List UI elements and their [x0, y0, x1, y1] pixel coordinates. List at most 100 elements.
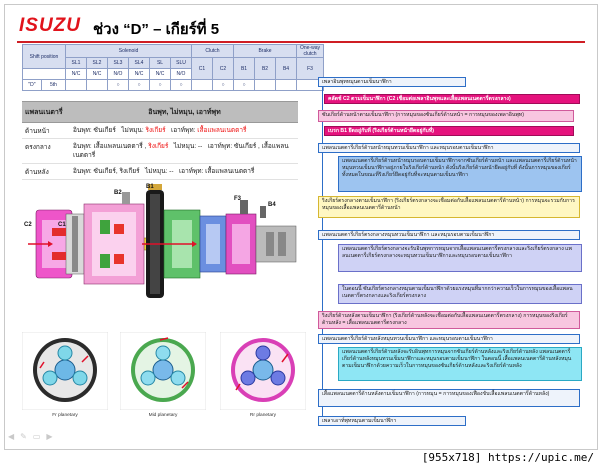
col-sl2: SL2	[86, 57, 108, 69]
col-slu: SLU	[170, 57, 192, 69]
slide-title: ช่วง “D” – เกียร์ที่ 5	[93, 21, 220, 38]
mark-cell: ○	[212, 79, 234, 91]
flow-step-mid-sun: ในตอนนี้ ซันเกียร์ตรงกลางหมุนตามเข็มนาฬิ…	[338, 284, 582, 304]
row-name: ด้านหลัง	[25, 169, 49, 176]
col-b4: B4	[275, 57, 297, 80]
mid-planetary-illustration	[120, 332, 206, 410]
flow-step-clutch-c2: คลัตช์ C2 ตามเข็มนาฬิกา (C2 เชื่อมต่อเพล…	[324, 94, 580, 104]
transmission-diagram: B2 B1 F3 B4 C2 C1	[22, 180, 308, 315]
isuzu-logo: ISUZU	[19, 15, 81, 36]
mark-cell: ○	[128, 79, 150, 91]
col-sl3: SL3	[107, 57, 129, 69]
flow-step-front-detail: แพลนเนตตารี่เกียร์ด้านหน้าหมุนรอบตามเข็ม…	[338, 156, 582, 192]
col-sl4: SL4	[128, 57, 150, 69]
flow-step-brake-b1: เบรก B1 ยึดอยู่กับที่ (ริงเกียร์ด้านหน้า…	[324, 126, 574, 136]
col-b1: B1	[233, 57, 255, 80]
row-values: อินพุท: ซันเกียร์, ริงเกียร์ ไม่หมุน: --…	[71, 164, 298, 179]
row-name: ตรงกลาง	[25, 144, 51, 151]
fixed-red: ริงเกียร์	[145, 127, 166, 134]
fixed-text: ไม่หมุน: --	[145, 168, 174, 175]
label-b4: B4	[268, 202, 276, 208]
status-row-front: ด้านหน้า อินพุท: ซันเกียร์ ไม่หมุน: ริงเ…	[22, 123, 298, 139]
shift-position-header: Shift position	[22, 44, 66, 69]
prev-slide-icon[interactable]: ◀	[8, 432, 15, 441]
mark-cell: ○	[170, 79, 192, 91]
gear-cell: 5th	[41, 79, 66, 91]
output-red: เสื้อแพลนเนตตารี่	[197, 127, 247, 134]
label-b1: B1	[146, 184, 154, 190]
pen-icon[interactable]: ✎	[20, 432, 27, 441]
no-cell: N/O	[170, 68, 192, 80]
fr-planetary-caption: Fr planetary	[52, 413, 78, 418]
col-sl: SL	[149, 57, 171, 69]
shift-d-cell: "D"	[22, 79, 42, 91]
flow-connector	[322, 86, 323, 426]
mark-cell	[86, 79, 108, 91]
solenoid-header: Solenoid	[65, 44, 192, 58]
input-red: ริงเกียร์	[148, 143, 169, 150]
mark-cell	[275, 79, 297, 91]
mark-cell	[191, 79, 213, 91]
footer-bar	[0, 450, 600, 470]
input-text: อินพุท: เสื้อแพลนเนตตารี่ ,	[73, 143, 149, 150]
blank-cell	[22, 68, 66, 80]
mark-cell: ○	[149, 79, 171, 91]
flow-step-input-shaft: เพลาอินพุทหมุนตามเข็มนาฬิกา	[318, 77, 466, 87]
col-f3: F3	[296, 57, 324, 80]
next-slide-icon[interactable]: ▶	[46, 432, 53, 441]
col-c2: C2	[212, 57, 234, 80]
flow-step-output-shaft: เพลาเอาท์พุทหมุนตามเข็มนาฬิกา	[318, 416, 466, 426]
flow-step-rear-carrier: เสื้อแพลนเนตตารี่ด้านหลังตามเข็มนาฬิกา (…	[318, 389, 580, 407]
watermark: [955x718] https://upic.me/	[421, 451, 594, 464]
nc-cell: N/C	[65, 68, 87, 80]
output-text: เอาท์พุท: เสื้อแพลนเนตตารี่	[178, 168, 255, 175]
flow-step-front-pinion: แพลนเนตตารี่เกียร์ด้านหน้าหมุนทวนเข็มนาฬ…	[318, 143, 580, 153]
output-text: เอาท์พุท: ซันเกียร์ , เสื้อแพลนเนตตารี่	[73, 143, 289, 159]
mark-cell	[254, 79, 276, 91]
status-head-right: อินพุท, ไม่หมุน, เอาท์พุท	[148, 108, 221, 116]
label-c2: C2	[24, 222, 32, 228]
clutch-header: Clutch	[191, 44, 234, 58]
flow-step-rear-ring: ริงเกียร์ด้านหลังตามเข็มนาฬิกา (ริงเกียร…	[318, 311, 580, 329]
mark-cell: ○	[233, 79, 255, 91]
menu-icon[interactable]: ▭	[32, 432, 41, 441]
shift-table: Shift position Solenoid Clutch Brake One…	[22, 44, 324, 91]
label-f3: F3	[234, 196, 242, 202]
front-planetary-illustration	[22, 332, 108, 410]
status-row-middle: ตรงกลาง อินพุท: เสื้อแพลนเนตตารี่ , ริงเ…	[22, 139, 298, 164]
row-values: อินพุท: ซันเกียร์ ไม่หมุน: ริงเกียร์ เอา…	[71, 123, 298, 138]
oneway-header: One-way clutch	[296, 44, 324, 58]
status-row-rear: ด้านหลัง อินพุท: ซันเกียร์, ริงเกียร์ ไม…	[22, 164, 298, 180]
nc-cell: N/C	[149, 68, 171, 80]
mark-cell: ○	[107, 79, 129, 91]
title-divider	[17, 41, 585, 43]
col-c1: C1	[191, 57, 213, 80]
fixed-text: ไม่หมุน: --	[173, 143, 203, 150]
input-text: อินพุท: ซันเกียร์, ริงเกียร์	[73, 168, 140, 175]
col-b2: B2	[254, 57, 276, 80]
slide-nav: ◀ ✎ ▭ ▶	[8, 432, 53, 441]
col-sl1: SL1	[65, 57, 87, 69]
row-values: อินพุท: เสื้อแพลนเนตตารี่ , ริงเกียร์ ไม…	[71, 139, 298, 163]
status-table-header: แพลนเนตารี่ อินพุท, ไม่หมุน, เอาท์พุท	[22, 101, 298, 123]
flow-step-front-sun: ซันเกียร์ด้านหน้าตามเข็มนาฬิกา (การหมุนข…	[318, 110, 574, 122]
planetary-status-table: แพลนเนตารี่ อินพุท, ไม่หมุน, เอาท์พุท ด้…	[22, 101, 298, 180]
mid-planetary-caption: Mid planetary	[148, 413, 178, 418]
rear-planetary-illustration	[220, 332, 306, 410]
flow-step-mid-pinion: แพลนเนตตารี่เกียร์ตรงกลางหมุนทวนเข็มนาฬิ…	[318, 230, 580, 240]
flow-step-mid-detail: แพลนเนตตารี่เกียร์ตรงกลางจะรับอินพุทการห…	[338, 244, 582, 272]
no-cell: N/O	[107, 68, 129, 80]
nc-cell: N/C	[86, 68, 108, 80]
label-c1: C1	[58, 222, 66, 228]
input-text: อินพุท: ซันเกียร์	[73, 127, 116, 134]
flow-step-rear-pinion: แพลนเนตตารี่เกียร์ด้านหลังหมุนทวนเข็มนาฬ…	[318, 334, 580, 344]
brake-header: Brake	[233, 44, 297, 58]
flow-step-mid-ring: ริงเกียร์ตรงกลางตามเข็มนาฬิกา (ริงเกียร์…	[318, 196, 580, 218]
status-head-left: แพลนเนตารี่	[25, 108, 63, 116]
row-name: ด้านหน้า	[25, 128, 50, 135]
label-b2: B2	[114, 190, 122, 196]
nc-cell: N/C	[128, 68, 150, 80]
rr-planetary-caption: Rr planetary	[249, 413, 277, 418]
mark-cell	[65, 79, 87, 91]
fixed-text: ไม่หมุน:	[121, 127, 146, 134]
